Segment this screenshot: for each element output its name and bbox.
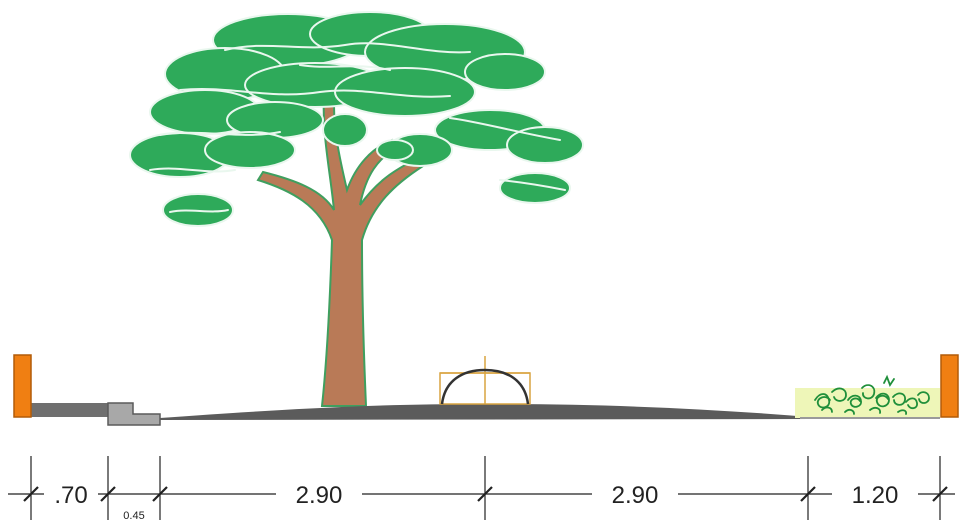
dim-slash (23, 486, 39, 502)
dim-slash (932, 486, 948, 502)
tree-trunk (256, 93, 425, 407)
dim-slash (100, 486, 116, 502)
dim-label-left-lane: 2.90 (296, 482, 343, 509)
road-surface (160, 404, 810, 420)
tree-icon (129, 11, 584, 407)
dim-slash (800, 486, 816, 502)
arch-curve (440, 368, 530, 405)
dim-label-sidewalk: .70 (54, 482, 87, 509)
left-post (13, 354, 32, 418)
dim-label-planter: 1.20 (852, 482, 899, 509)
shrub-icon (814, 374, 930, 415)
planter-strip (795, 388, 940, 418)
tree-canopy-veins (149, 42, 566, 213)
dimension-line: .70 0.45 2.90 2.90 1.20 (8, 456, 955, 522)
right-post (940, 354, 959, 418)
road-profile (28, 388, 940, 426)
curb-step (107, 402, 161, 426)
dim-label-step: 0.45 (123, 510, 144, 522)
sidewalk (28, 403, 110, 417)
dim-slash (152, 486, 168, 502)
drain-arch-icon (439, 356, 531, 405)
dim-slash (477, 486, 493, 502)
dim-label-right-lane: 2.90 (612, 482, 659, 509)
